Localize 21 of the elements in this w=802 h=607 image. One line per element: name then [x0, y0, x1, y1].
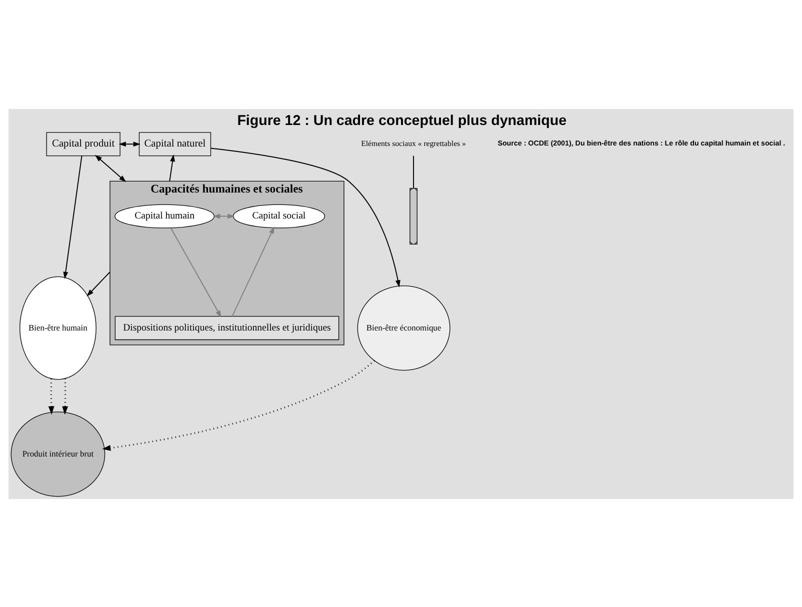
arrow	[86, 271, 110, 296]
node-box: Dispositions politiques, institutionnelles et juridiques	[114, 316, 340, 340]
arrow	[232, 226, 274, 316]
arrow	[63, 154, 82, 278]
node-ellipse: Capital humain	[114, 204, 215, 228]
arrow	[169, 154, 175, 182]
diagram-title: Figure 12 : Un cadre conceptuel plus dynamique	[237, 112, 567, 128]
arrow	[48, 378, 54, 414]
node-circle: Produit intérieur brut	[10, 411, 106, 496]
arrow	[210, 147, 400, 287]
arrow	[94, 154, 126, 182]
node-ellipse: Bien-être humain	[20, 276, 96, 380]
connector	[413, 154, 414, 188]
node-ellipse: Capital social	[232, 204, 326, 228]
node-box: Capital naturel	[138, 132, 212, 156]
arrow	[118, 141, 140, 146]
node-circle: Bien-être économique	[357, 284, 450, 370]
arrow	[102, 360, 375, 450]
arrow	[62, 378, 68, 414]
node-box: Capital produit	[46, 132, 120, 156]
arrow	[170, 226, 222, 318]
